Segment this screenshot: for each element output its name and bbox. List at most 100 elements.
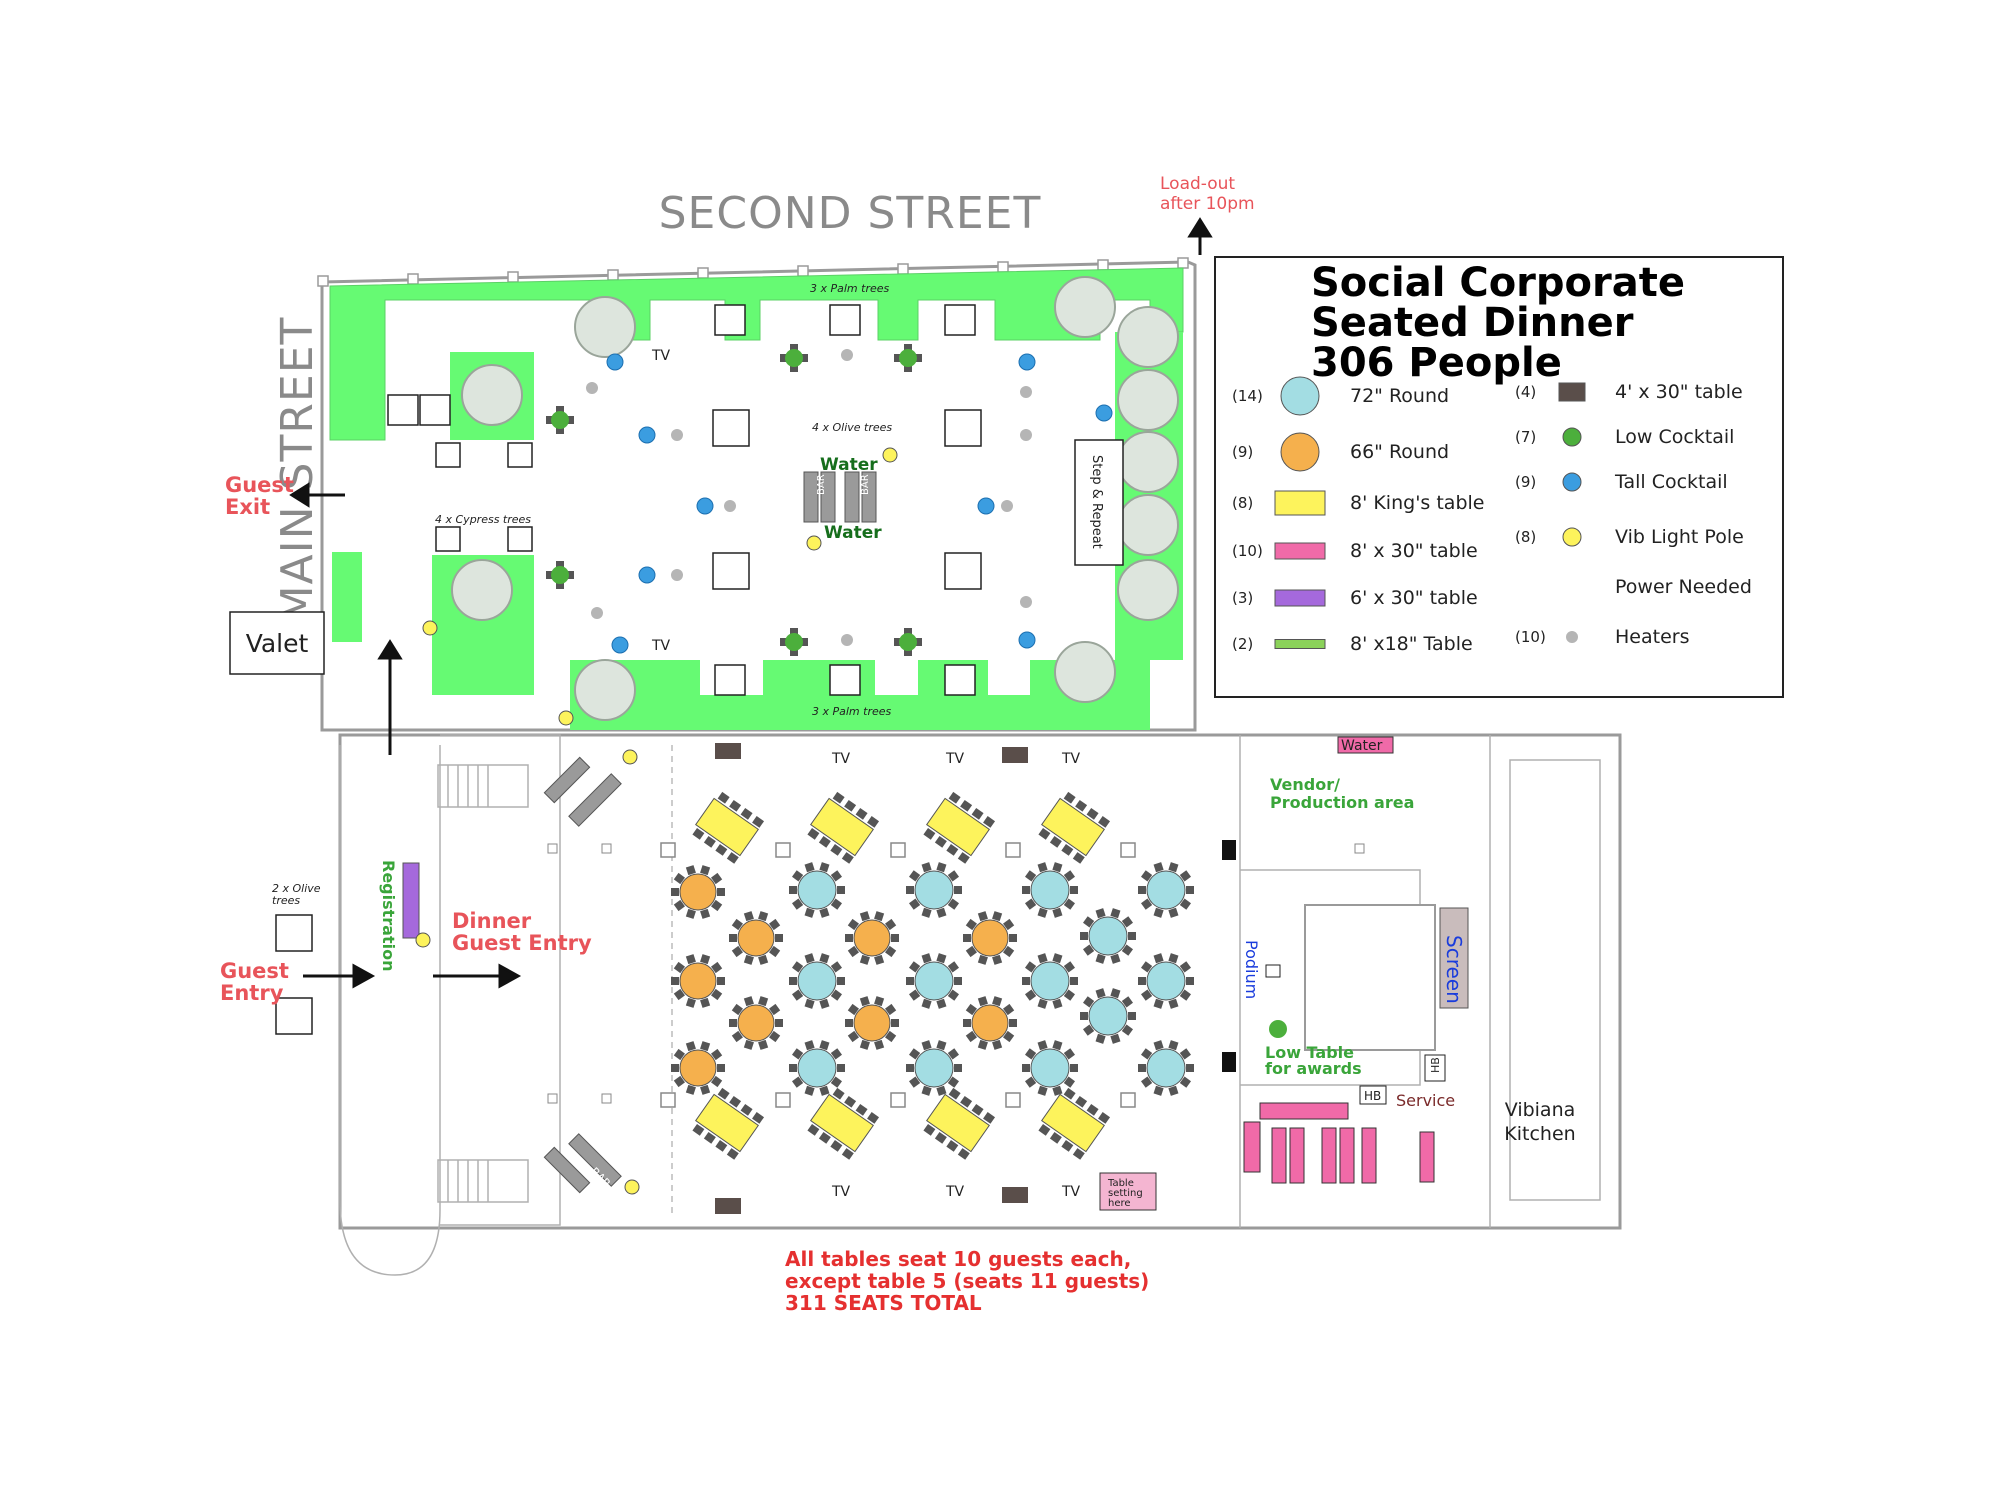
lawn-west — [332, 552, 362, 642]
legend-item: (8)8' King's table — [1232, 490, 1484, 516]
dinner-entry-line2: Guest Entry — [452, 931, 592, 955]
chair — [830, 1048, 843, 1060]
legend-item: (3)6' x 30" table — [1232, 587, 1478, 609]
chair — [791, 961, 804, 973]
building: Valet — [229, 611, 1622, 1276]
chair — [673, 899, 685, 912]
chair — [791, 870, 804, 882]
power-block-north — [1222, 840, 1236, 860]
chair — [963, 1019, 971, 1027]
chair — [1038, 1123, 1051, 1136]
chair — [1098, 816, 1111, 828]
chair — [874, 911, 885, 922]
chair — [673, 961, 685, 974]
chair — [947, 898, 960, 910]
chair — [837, 977, 845, 985]
chair — [983, 816, 996, 828]
legend-item-count: (7) — [1515, 428, 1536, 446]
chair — [819, 1040, 830, 1051]
hb-box-1 — [1424, 1054, 1446, 1082]
chair — [1082, 944, 1095, 956]
legend-swatch — [1562, 527, 1582, 547]
chair — [717, 1087, 730, 1100]
round-72-table-top — [914, 961, 954, 1001]
chair — [855, 1103, 868, 1116]
chair — [700, 908, 711, 919]
chair — [711, 1048, 723, 1061]
entry-planters — [275, 914, 313, 1035]
seating-note-line2: except table 5 (seats 11 guests) — [785, 1269, 1149, 1293]
chair — [1095, 988, 1106, 999]
chair — [1063, 989, 1076, 1001]
chair — [807, 827, 820, 840]
chair — [830, 898, 843, 910]
chair — [726, 1148, 739, 1160]
guest-entry-line2: Entry — [220, 981, 284, 1005]
courtyard-bar-label-2: BAR — [860, 474, 871, 495]
chair — [1186, 886, 1194, 894]
chair — [1003, 918, 1015, 931]
screen-rect — [1439, 907, 1469, 1009]
kings-table — [692, 1087, 765, 1160]
chair — [947, 961, 960, 973]
chair — [731, 1003, 743, 1016]
kings-table-top — [695, 1093, 759, 1153]
chair — [804, 862, 815, 873]
chair — [717, 888, 725, 896]
chair — [715, 1140, 728, 1152]
chair — [1140, 898, 1153, 910]
round-72-table — [906, 862, 962, 918]
chair — [743, 996, 754, 1007]
chair — [855, 807, 868, 820]
round-72-table — [789, 862, 845, 918]
chair — [1063, 1076, 1076, 1088]
chair — [847, 918, 859, 931]
chair — [1037, 862, 1048, 873]
chair — [1075, 1095, 1088, 1108]
chair — [960, 1095, 973, 1108]
chair — [830, 870, 843, 882]
chair — [789, 1064, 797, 1072]
chair — [921, 998, 932, 1009]
palm-trees-label-top: 3 x Palm trees — [810, 282, 890, 295]
chair — [844, 799, 857, 812]
chair — [1086, 807, 1099, 820]
legend-item-count: (14) — [1232, 387, 1263, 405]
legend-item: (4)4' x 30" table — [1515, 381, 1743, 403]
chair — [717, 791, 730, 804]
chair — [936, 907, 947, 918]
chair — [685, 1041, 696, 1052]
chair — [948, 791, 961, 804]
round-72-table — [1022, 862, 1078, 918]
stairs-south — [437, 1159, 529, 1203]
chair — [819, 953, 830, 964]
chair — [791, 1076, 804, 1088]
chair — [711, 988, 723, 1001]
round-66-table-top — [853, 1004, 891, 1042]
foyer-columns — [547, 843, 1365, 1104]
chair — [977, 954, 988, 965]
kitchen-label-line1: Vibiana — [1505, 1099, 1576, 1121]
guest-entry-line1: Guest — [220, 959, 289, 983]
chair — [804, 953, 815, 964]
chair — [830, 1140, 843, 1152]
legend-swatch — [1562, 472, 1582, 492]
chair — [775, 934, 783, 942]
chair — [921, 862, 932, 873]
chair — [885, 918, 897, 931]
round-66-table-top — [971, 1004, 1009, 1042]
chair — [891, 1019, 899, 1027]
chair — [1070, 1064, 1078, 1072]
round-72-table — [1022, 953, 1078, 1009]
chair — [731, 918, 743, 931]
kings-table-top — [810, 1093, 874, 1153]
chair — [1052, 907, 1063, 918]
hb-label-2: HB — [1364, 1089, 1381, 1103]
chair — [818, 1132, 831, 1144]
legend-item: (2)8' x18" Table — [1232, 633, 1473, 655]
chair — [1063, 1087, 1076, 1100]
chair — [965, 1003, 977, 1016]
chair — [1037, 1085, 1048, 1096]
foyer-wall — [440, 734, 561, 1226]
chair — [685, 908, 696, 919]
